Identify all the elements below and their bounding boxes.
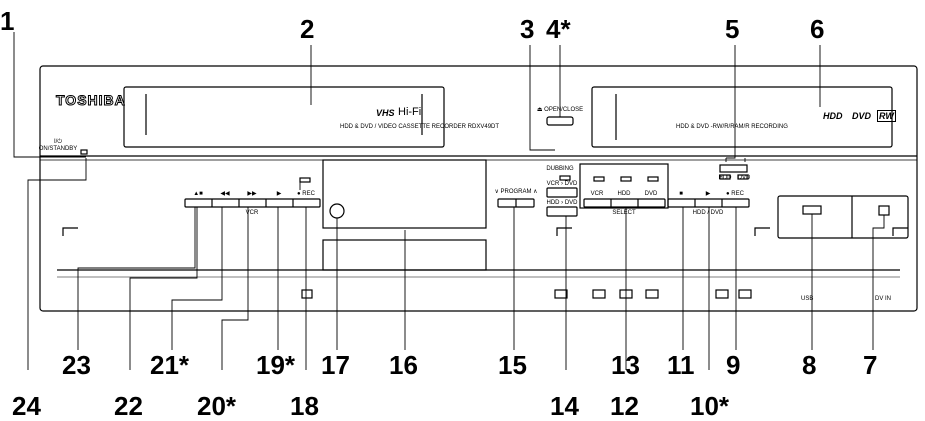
- vcr-to-dvd-button[interactable]: [546, 187, 578, 198]
- open-close-label: ⏏ OPEN/CLOSE: [536, 107, 584, 113]
- stop2-label: ■: [679, 191, 683, 197]
- remote-sensor: [329, 203, 345, 219]
- panel-outline: [39, 65, 918, 312]
- open-close-button[interactable]: [546, 116, 574, 126]
- callout-23: 23: [62, 350, 91, 380]
- play2-label: ▶: [705, 191, 711, 197]
- callout-4: 4*: [546, 14, 571, 44]
- eject-stop-label: ▲■: [193, 191, 203, 197]
- vcr-cassette-slot: [123, 86, 445, 148]
- dv-in-label: DV IN: [875, 296, 892, 302]
- vhs-logo: VHS: [376, 108, 395, 118]
- callout-7: 7: [863, 350, 878, 380]
- callout-10: 10*: [690, 391, 730, 421]
- dv-in-port[interactable]: [878, 205, 890, 216]
- vcr-dvd-label: VCR › DVD: [546, 181, 578, 187]
- hdd-dvd-label: HDD › DVD: [546, 200, 578, 206]
- callout-11: 11: [667, 350, 695, 380]
- dvd-indicator-label: DVD: [737, 175, 751, 181]
- callout-leaders: [13, 32, 885, 370]
- dvd-caption: HDD & DVD -RW/R/RAM/R RECORDING: [676, 124, 788, 130]
- callout-19: 19*: [256, 350, 296, 380]
- usb-label: USB: [801, 296, 814, 302]
- fast-forward-label: ▶▶: [247, 191, 257, 197]
- select-group-box: [579, 163, 669, 209]
- hdd-indicator-label: HDD: [718, 175, 732, 181]
- dvd-disc-tray: [591, 86, 893, 148]
- callout-3: 3: [520, 14, 535, 44]
- hdd-dvd-button-bar[interactable]: [667, 198, 750, 208]
- select-hdd-label: HDD: [617, 191, 631, 197]
- callout-6: 6: [810, 14, 825, 44]
- callout-8: 8: [802, 350, 817, 380]
- callout-17: 17: [321, 350, 350, 380]
- select-dvd-label: DVD: [644, 191, 658, 197]
- callout-22: 22: [114, 391, 143, 421]
- callout-5: 5: [725, 14, 740, 44]
- callout-15: 15: [498, 350, 527, 380]
- play-label: ▶: [276, 191, 282, 197]
- dubbing-label: DUBBING: [546, 166, 574, 172]
- callout-21: 21*: [150, 350, 190, 380]
- select-vcr-label: VCR: [590, 191, 604, 197]
- brand-logo: TOSHIBA: [56, 92, 126, 109]
- display-window: [322, 159, 487, 229]
- hdd-to-dvd-button[interactable]: [546, 206, 578, 217]
- front-jack-panel: [777, 195, 909, 239]
- rw-logo: RW: [877, 110, 896, 122]
- callout-9: 9: [726, 350, 741, 380]
- vcr-button-bar: [184, 198, 321, 208]
- vcr-caption: HDD & DVD / VIDEO CASSETTE RECORDER RDXV…: [340, 124, 500, 130]
- hdd-logo: HDD: [823, 111, 843, 121]
- callout-16: 16: [389, 350, 418, 380]
- usb-port[interactable]: [802, 205, 822, 215]
- select-group-label: SELECT: [612, 210, 636, 216]
- select-buttons[interactable]: [583, 198, 666, 208]
- hdd-dvd-group-label: HDD / DVD: [692, 210, 724, 216]
- power-label: I/⏻ ON/STANDBY: [38, 139, 78, 152]
- callout-14: 14: [550, 391, 579, 421]
- callout-13: 13: [611, 350, 640, 380]
- rewind-label: ◀◀: [220, 191, 230, 197]
- callout-20: 20*: [197, 391, 237, 421]
- dvd-logo: DVD: [852, 111, 872, 121]
- rec2-label: ● REC: [726, 191, 744, 197]
- callout-2: 2: [300, 14, 315, 44]
- vcr-group-label: VCR: [245, 210, 259, 216]
- callout-12: 12: [610, 391, 639, 421]
- rec-label: ● REC: [297, 191, 315, 197]
- program-label: ∨ PROGRAM ∧: [494, 189, 538, 195]
- callout-18: 18: [290, 391, 319, 421]
- callout-24: 24: [12, 391, 41, 421]
- hifi-logo: Hi-Fi: [398, 106, 422, 118]
- callout-1: 1: [0, 6, 15, 36]
